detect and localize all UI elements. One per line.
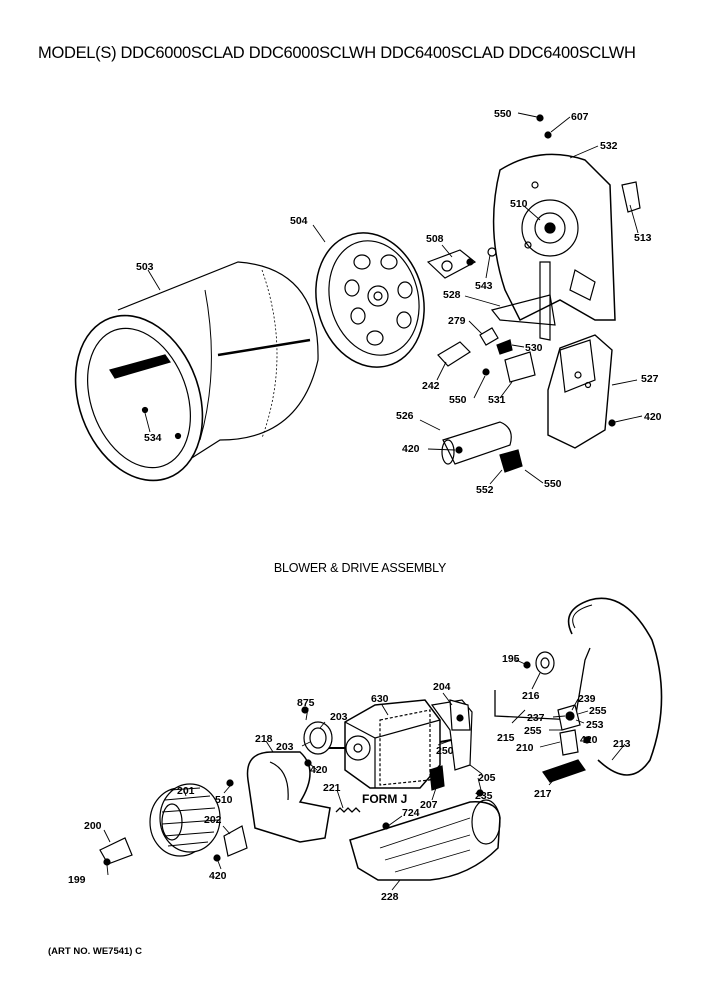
callout-550-c: 550 [544, 478, 562, 490]
callout-215: 215 [497, 732, 515, 744]
callout-204: 204 [433, 681, 451, 693]
assembly-subtitle: BLOWER & DRIVE ASSEMBLY [273, 561, 447, 575]
spring-221 [335, 807, 361, 813]
callout-543: 543 [475, 280, 493, 292]
callout-279: 279 [448, 315, 466, 327]
callout-607: 607 [571, 111, 589, 123]
bracket-527 [547, 334, 613, 449]
callout-239: 239 [578, 693, 596, 705]
callout-237: 237 [527, 712, 545, 724]
callout-205: 205 [478, 772, 496, 784]
callout-201: 201 [177, 785, 195, 797]
drum [74, 261, 319, 482]
callout-508: 508 [426, 233, 444, 245]
callout-202: 202 [204, 814, 222, 826]
callout-228: 228 [381, 891, 399, 903]
callout-420-d: 420 [310, 764, 328, 776]
callout-207: 207 [420, 799, 438, 811]
callout-235: 235 [475, 790, 493, 802]
part-242 [437, 341, 471, 367]
callout-420-b: 420 [402, 443, 420, 455]
leader-lines-upper [144, 112, 643, 485]
art-number: (ART NO. WE7541) C [48, 946, 142, 957]
callout-527: 527 [641, 373, 659, 385]
callout-195: 195 [502, 653, 520, 665]
drive-belt [567, 597, 663, 776]
callout-213: 213 [613, 738, 631, 750]
callout-526: 526 [396, 410, 414, 422]
callout-242: 242 [422, 380, 440, 392]
callout-724: 724 [402, 807, 420, 819]
callout-420-e: 420 [209, 870, 227, 882]
callout-528: 528 [443, 289, 461, 301]
rear-bulkhead [315, 232, 425, 368]
models-header: MODEL(S) DDC6000SCLAD DDC6000SCLWH DDC64… [38, 44, 636, 62]
idler-assembly [494, 647, 591, 783]
motor-630 [315, 699, 463, 789]
callout-203: 203 [330, 711, 348, 723]
callout-510-b: 510 [215, 794, 233, 806]
callout-216: 216 [522, 690, 540, 702]
screws-upper [455, 114, 616, 454]
part-508 [426, 247, 497, 279]
blower-wheel [149, 783, 221, 857]
callout-217: 217 [534, 788, 552, 800]
leader-lines-lower [103, 658, 626, 891]
blower-housing [246, 751, 331, 843]
callout-218: 218 [255, 733, 273, 745]
callout-203-b: 203 [276, 741, 294, 753]
form-label: FORM J [362, 792, 407, 806]
callout-875: 875 [297, 697, 315, 709]
callout-255: 255 [589, 705, 607, 717]
callout-253: 253 [586, 719, 604, 731]
clamp-203 [303, 721, 333, 755]
callout-532: 532 [600, 140, 618, 152]
callout-510: 510 [510, 198, 528, 210]
callout-221: 221 [323, 782, 341, 794]
callout-199: 199 [68, 874, 86, 886]
callout-255-b: 255 [524, 725, 542, 737]
callout-250: 250 [436, 745, 454, 757]
callout-420-c: 420 [580, 734, 598, 746]
callout-630: 630 [371, 693, 389, 705]
callout-550: 550 [494, 108, 512, 120]
callout-504: 504 [290, 215, 308, 227]
motor-switch [429, 699, 473, 791]
callout-534: 534 [144, 432, 162, 444]
part-531 [504, 351, 536, 383]
callout-labels: 550 607 532 510 513 504 508 543 528 503 … [68, 108, 662, 903]
part-279 [479, 327, 499, 346]
callout-420: 420 [644, 411, 662, 423]
part-530 [496, 339, 513, 355]
callout-550-b: 550 [449, 394, 467, 406]
exhaust-duct [349, 799, 501, 881]
callout-200: 200 [84, 820, 102, 832]
callout-513: 513 [634, 232, 652, 244]
callout-503: 503 [136, 261, 154, 273]
capacitor-526 [441, 421, 523, 473]
callout-552: 552 [476, 484, 494, 496]
callout-530: 530 [525, 342, 543, 354]
bracket-513 [621, 181, 641, 213]
callout-210: 210 [516, 742, 534, 754]
callout-531: 531 [488, 394, 506, 406]
rear-panel [490, 153, 616, 341]
